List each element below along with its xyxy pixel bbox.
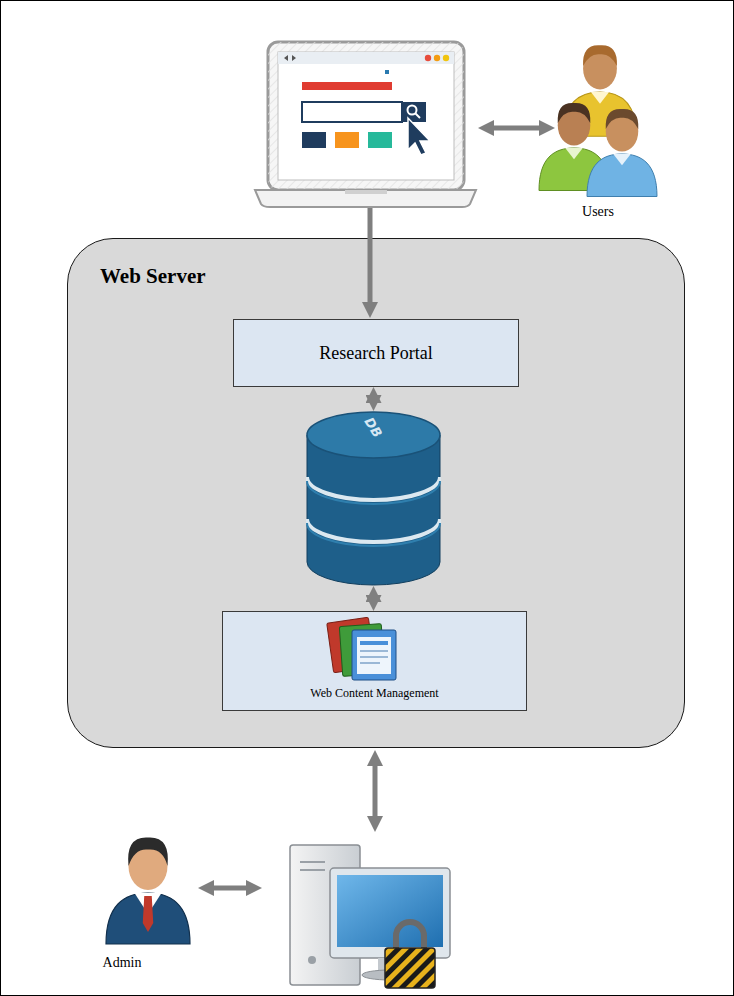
arrow: [206, 886, 254, 891]
users-icon: [558, 103, 591, 123]
group-heading: Web Server: [100, 264, 206, 289]
database-cylinder: DB: [306, 411, 441, 586]
wcm-icon: [339, 624, 384, 677]
laptop-icon: [278, 52, 454, 180]
wcm-icon: [360, 641, 388, 645]
computer-icon: [308, 956, 316, 964]
laptop-icon: [408, 118, 430, 155]
laptop-icon: [402, 102, 426, 122]
laptop-icon: [385, 70, 389, 74]
wcm-icon: [327, 617, 376, 672]
connector-arrow: [371, 594, 376, 603]
laptop-icon: [255, 42, 476, 207]
arrow: [368, 208, 373, 310]
computer-icon: [385, 948, 435, 988]
cylinder-band: [307, 481, 440, 504]
computer-icon: [396, 922, 424, 950]
laptop-icon: [434, 55, 440, 61]
users-icon: [587, 154, 657, 197]
laptop-icon: [415, 113, 420, 118]
wcm-icon: [360, 656, 388, 658]
wcm-icon: [360, 662, 380, 664]
users-icon: [613, 154, 631, 165]
cylinder-band: [307, 523, 440, 546]
laptop-icon: [268, 42, 464, 190]
laptop-icon: [302, 82, 392, 90]
users-icon: [539, 45, 657, 196]
wcm-icon: [357, 637, 391, 674]
arrow: [373, 758, 378, 824]
connector-arrow: [371, 395, 376, 403]
admin-icon: [128, 837, 168, 866]
server-group: Research PortalDB Web Content Management W…: [67, 238, 685, 748]
box-label: Research Portal: [319, 343, 432, 364]
computer-icon: [337, 875, 443, 947]
computer-icon: [290, 845, 450, 988]
laptop-icon: [255, 190, 476, 207]
laptop-icon: [368, 132, 392, 148]
laptop-icon: [302, 132, 326, 148]
wcm-icon: [352, 630, 396, 680]
arrow: [486, 126, 547, 131]
laptop-icon: [335, 132, 359, 148]
laptop-icon: [443, 55, 449, 61]
computer-icon: [300, 861, 325, 863]
users-icon: [587, 109, 657, 197]
arrow: [206, 128, 547, 888]
users-icon: [606, 109, 639, 129]
admin-icon: [106, 893, 190, 944]
process-box: Research Portal: [233, 319, 519, 387]
admin-icon: [143, 896, 154, 932]
admin-icon: [106, 837, 190, 944]
computer-icon: [300, 869, 325, 871]
laptop-icon: [302, 102, 402, 122]
icon-caption: Admin: [90, 955, 154, 971]
process-box: Web Content Management: [222, 611, 527, 711]
laptop-icon: [268, 42, 464, 190]
box-label: Web Content Management: [310, 686, 438, 701]
laptop-icon: [284, 55, 296, 61]
computer-icon: [330, 868, 450, 958]
users-icon: [591, 92, 609, 104]
users-icon: [565, 148, 583, 159]
users-icon: [583, 45, 617, 66]
laptop-icon: [278, 52, 454, 64]
wcm-icon: [327, 617, 396, 680]
cylinder-top: [307, 412, 440, 458]
wcm-icon: [360, 650, 388, 652]
laptop-icon: [425, 55, 431, 61]
laptop-icon: [345, 190, 387, 194]
icon-caption: Users: [566, 204, 630, 220]
